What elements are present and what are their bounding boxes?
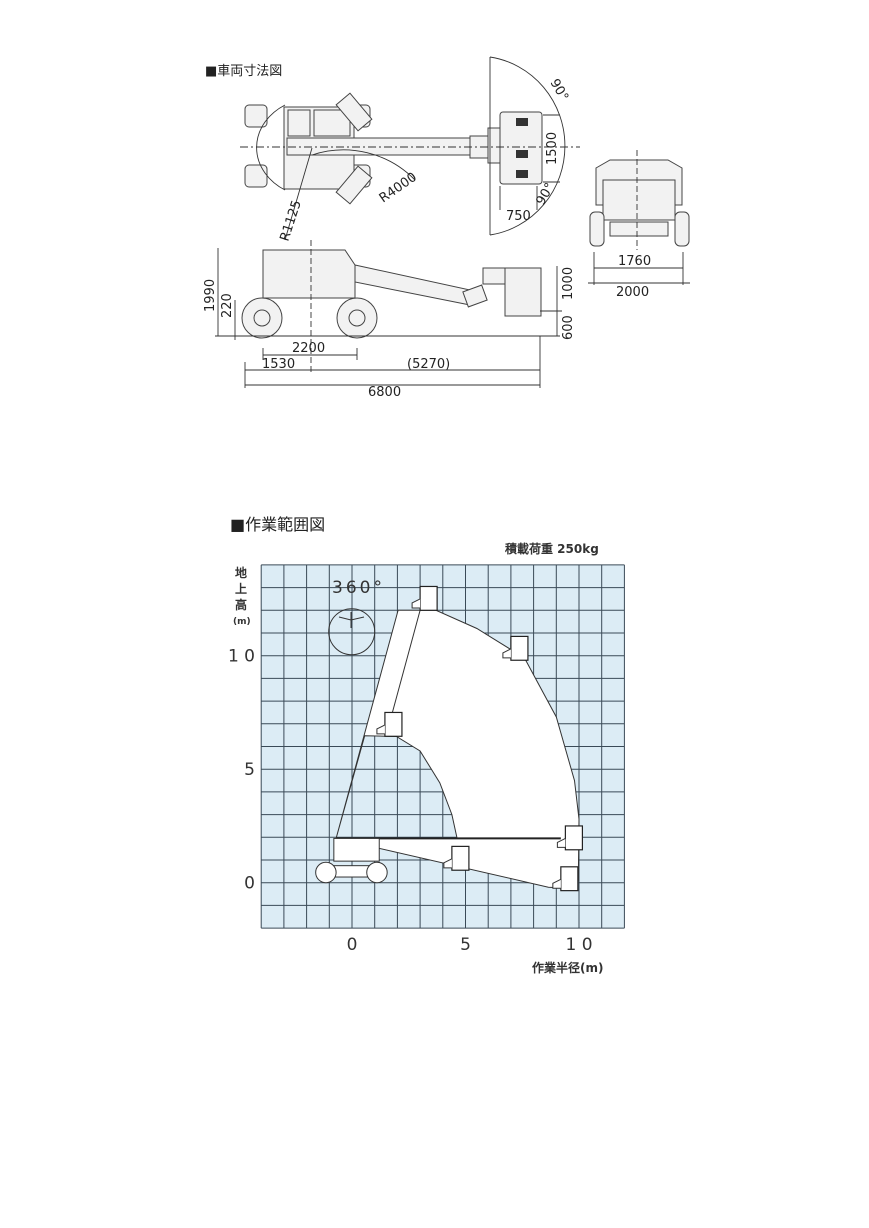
y-tick-label: 5: [244, 760, 255, 780]
front-overhang-label: 1530: [262, 357, 295, 372]
y-axis-label-3: 高: [235, 597, 247, 612]
platform-depth-label: 750: [506, 209, 531, 224]
side-view: [215, 240, 562, 388]
platform-width-label: 1500: [545, 132, 560, 165]
rotation-label: 360°: [332, 578, 385, 598]
y-axis-unit: (m): [233, 617, 251, 627]
platform-icon: [564, 825, 584, 851]
vehicle-body: [333, 837, 380, 862]
rated-load-label: 積載荷重 250kg: [504, 541, 599, 556]
tail-radius-label: R1125: [278, 199, 305, 244]
vehicle-dimensions-title: ■車両寸法図: [205, 64, 282, 79]
overall-width-label: 2000: [616, 285, 649, 300]
platform-bracket-icon: [376, 724, 386, 735]
platform-rail-height-label: 1000: [561, 267, 576, 300]
x-tick-label: 1 0: [565, 935, 592, 955]
boom-length-label: (5270): [407, 357, 450, 372]
overall-length-label: 6800: [368, 385, 401, 400]
platform-bracket-icon: [443, 858, 453, 869]
platform-bracket-icon: [552, 878, 562, 889]
y-axis-label-2: 上: [235, 581, 247, 596]
x-tick-label: 0: [347, 935, 358, 955]
angle-upper-label: 90°: [547, 77, 572, 104]
front-view: [588, 150, 690, 285]
rotation-circle-icon: [328, 608, 376, 656]
platform-icon: [451, 845, 470, 871]
overall-height-label: 1990: [203, 279, 218, 312]
y-axis-label-1: 地: [235, 565, 247, 580]
rotation-arrow-icon: [338, 612, 365, 628]
vehicle-wheel: [315, 861, 337, 884]
platform-bracket-icon: [502, 648, 512, 659]
work-range-title: ■作業範囲図: [230, 515, 325, 534]
y-tick-label: 1 0: [228, 647, 255, 667]
tread-label: 1760: [618, 254, 651, 269]
platform-icon: [384, 711, 403, 737]
platform-icon: [510, 635, 529, 661]
ground-clearance-label: 220: [220, 293, 235, 318]
platform-icon: [419, 585, 438, 611]
y-tick-label: 0: [244, 874, 255, 894]
top-view: [240, 56, 580, 241]
wheelbase-label: 2200: [292, 341, 325, 356]
x-axis-label: 作業半径(m): [532, 960, 603, 975]
platform-bracket-icon: [556, 837, 566, 848]
work-range-grid: [260, 564, 625, 929]
platform-icon: [560, 866, 579, 892]
platform-bracket-icon: [411, 598, 421, 609]
vehicle-wheel: [366, 861, 388, 884]
x-tick-label: 5: [460, 935, 471, 955]
boom-radius-label: R4000: [377, 170, 420, 206]
platform-floor-height-label: 600: [561, 315, 576, 340]
